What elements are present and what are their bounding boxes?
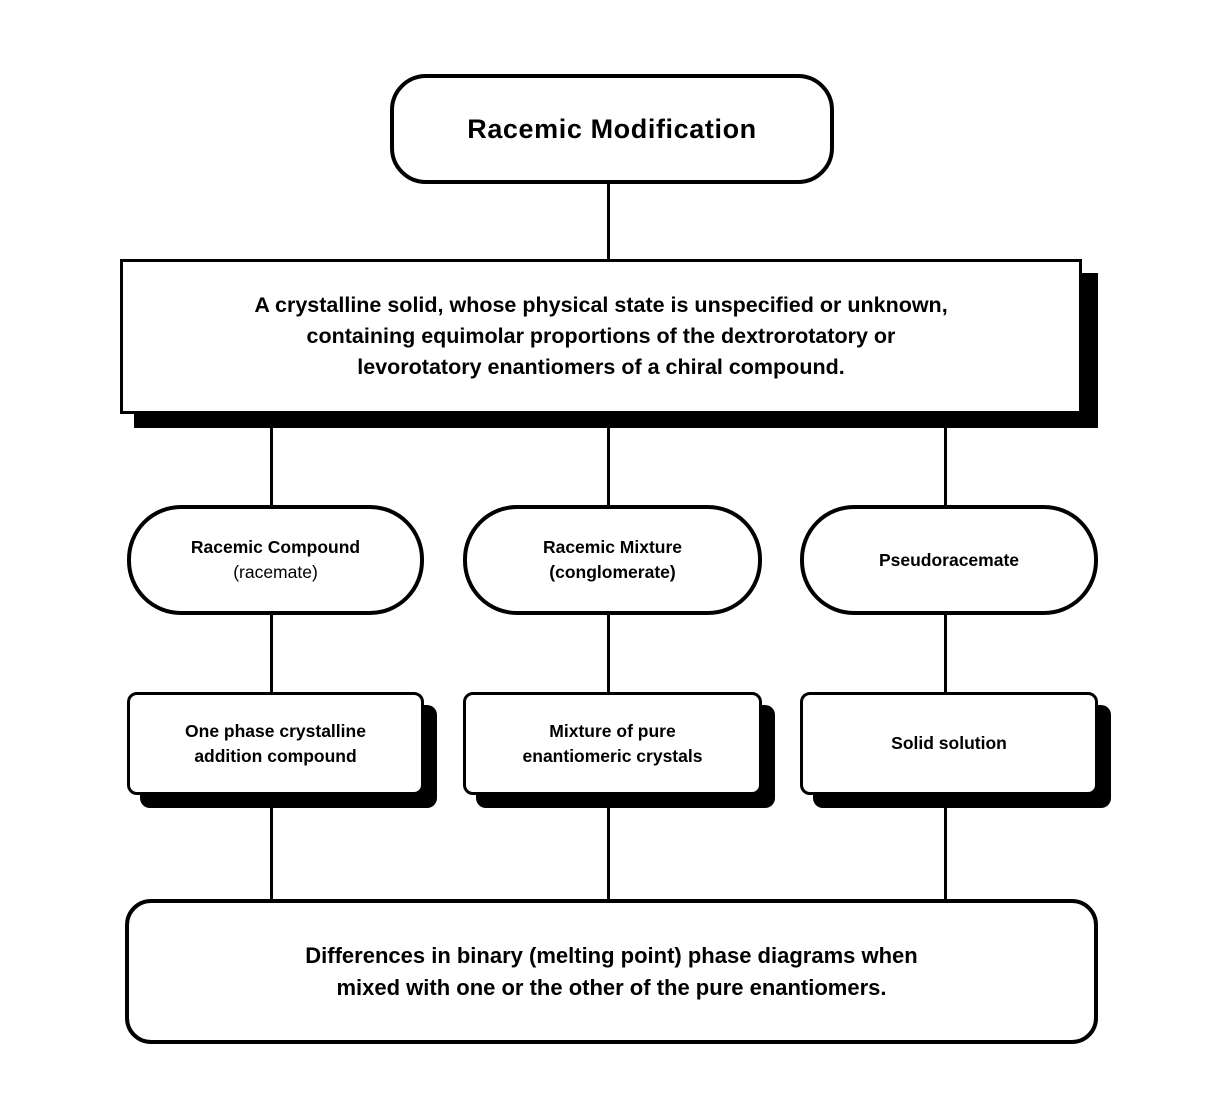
node-result-two-text: Mixture of pure enantiomeric crystals [509,719,717,769]
node-result-one-line-1: One phase crystalline [185,720,366,741]
node-racemic-compound-sublabel: (racemate) [233,562,318,582]
node-definition-line-2: containing equimolar proportions of the … [306,323,896,348]
node-summary-line-2: mixed with one or the other of the pure … [336,974,887,1000]
node-racemic-mixture: Racemic Mixture (conglomerate) [463,505,762,615]
connector-definition-to-pseudoracemate [944,414,947,508]
node-pseudoracemate: Pseudoracemate [800,505,1098,615]
node-definition-line-3: levorotatory enantiomers of a chiral com… [357,355,845,380]
node-definition: A crystalline solid, whose physical stat… [120,259,1082,414]
connector-result-one-to-summary [270,792,273,902]
node-definition-line-1: A crystalline solid, whose physical stat… [254,292,948,317]
node-result-two-line-1: Mixture of pure [549,720,676,741]
node-result-two-line-2: enantiomeric crystals [522,745,703,766]
node-summary-text: Differences in binary (melting point) ph… [291,940,931,1004]
connector-definition-to-racemic-compound [270,414,273,508]
node-racemic-mixture-label: Racemic Mixture [542,537,683,558]
node-result-three-text: Solid solution [877,731,1021,756]
node-summary-line-1: Differences in binary (melting point) ph… [305,942,918,968]
node-racemic-modification-label: Racemic Modification [467,113,757,144]
node-result-one-text: One phase crystalline addition compound [171,719,380,769]
connector-pseudoracemate-to-result [944,612,947,695]
node-result-one-line-2: addition compound [194,745,357,766]
node-summary-phase-diagrams: Differences in binary (melting point) ph… [125,899,1098,1044]
node-pseudoracemate-text: Pseudoracemate [865,548,1033,573]
node-racemic-compound-text: Racemic Compound (racemate) [177,535,374,585]
connector-title-to-definition [607,182,610,262]
node-one-phase-crystalline-addition-compound: One phase crystalline addition compound [127,692,424,795]
node-definition-text: A crystalline solid, whose physical stat… [240,290,961,384]
node-racemic-mixture-text: Racemic Mixture (conglomerate) [529,535,696,585]
connector-racemic-mixture-to-result [607,612,610,695]
node-racemic-modification: Racemic Modification [390,74,834,184]
connector-result-two-to-summary [607,792,610,902]
node-solid-solution: Solid solution [800,692,1098,795]
node-pseudoracemate-label: Pseudoracemate [878,549,1020,570]
node-mixture-of-pure-enantiomeric-crystals: Mixture of pure enantiomeric crystals [463,692,762,795]
node-racemic-mixture-sublabel: (conglomerate) [549,562,676,582]
connector-definition-to-racemic-mixture [607,414,610,508]
node-racemic-compound: Racemic Compound (racemate) [127,505,424,615]
node-result-three-line-1: Solid solution [891,733,1007,754]
node-racemic-compound-label: Racemic Compound [190,537,361,558]
connector-result-three-to-summary [944,792,947,902]
connector-racemic-compound-to-result [270,612,273,695]
